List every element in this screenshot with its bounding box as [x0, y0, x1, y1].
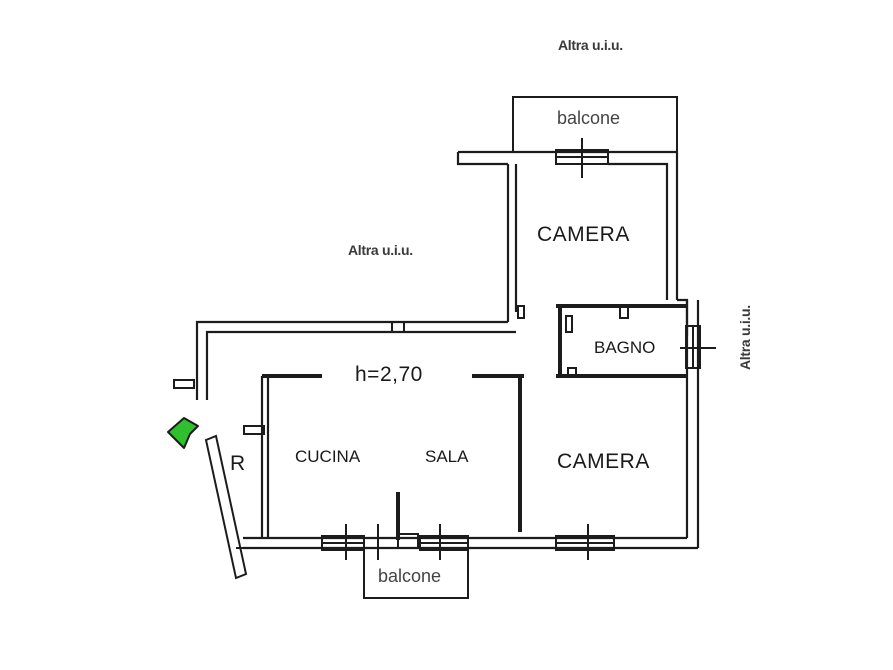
door-jambs [173, 305, 629, 435]
entrance-wall [204, 434, 248, 580]
room-label-bagno: BAGNO [594, 338, 656, 357]
balcony-label-top: balcone [557, 108, 621, 128]
bottom-balcony-outline [363, 548, 469, 599]
room-label-camera-lower: CAMERA [557, 450, 650, 473]
top-window [555, 138, 609, 178]
stair-mark-label: R [230, 452, 246, 475]
neighbor-unit-label-top: Altra u.i.u. [558, 37, 623, 53]
top-balcony-outline [512, 96, 678, 152]
balcony-label-bottom: balcone [378, 566, 442, 586]
room-label-cucina: CUCINA [295, 447, 361, 466]
bottom-windows [321, 524, 615, 560]
ceiling-height-label: h=2,70 [355, 363, 423, 386]
room-label-camera-upper: CAMERA [537, 223, 630, 246]
neighbor-unit-label-middle: Altra u.i.u. [348, 242, 413, 258]
right-window [680, 325, 716, 369]
entrance-arrow-icon [167, 417, 199, 449]
neighbor-unit-label-right: Altra u.i.u. [737, 305, 753, 370]
room-label-sala: SALA [425, 447, 469, 466]
